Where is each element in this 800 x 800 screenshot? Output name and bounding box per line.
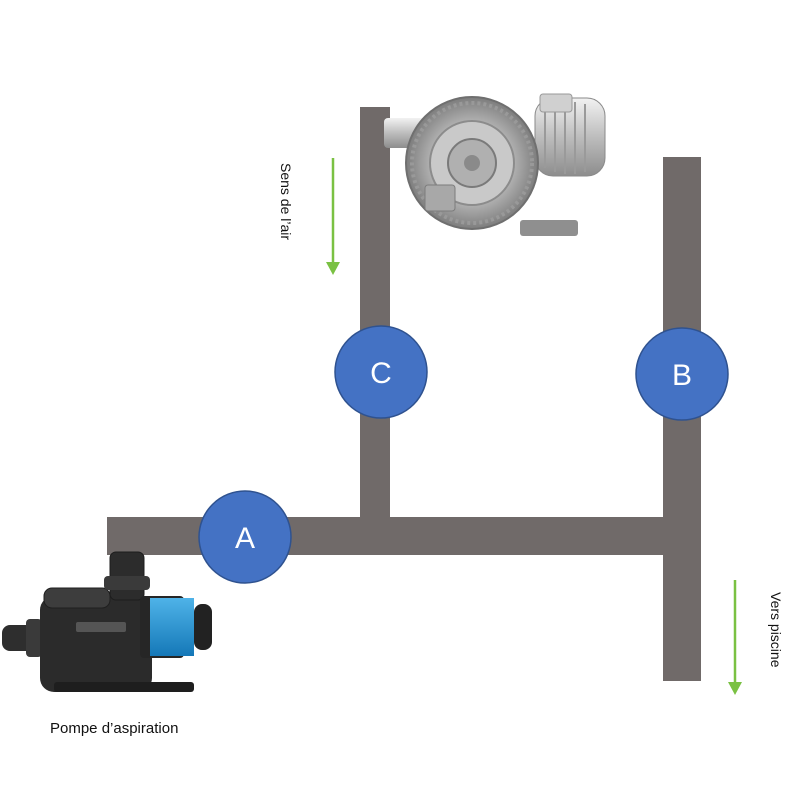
node-b: B xyxy=(635,327,729,421)
pool-pump-icon xyxy=(2,551,212,692)
node-b-label: B xyxy=(672,359,692,392)
node-c-label: C xyxy=(370,357,392,390)
down-arrow-icon xyxy=(728,682,742,695)
air-direction-arrow xyxy=(326,158,340,275)
node-a-label: A xyxy=(235,522,255,555)
blower-icon xyxy=(384,93,606,236)
air-direction-label: Sens de l’air xyxy=(278,163,294,241)
node-c: C xyxy=(334,325,428,419)
down-arrow-icon xyxy=(326,262,340,275)
to-pool-arrow xyxy=(728,580,742,695)
node-a: A xyxy=(198,490,292,584)
pipe-vertical-left xyxy=(360,107,390,537)
to-pool-label: Vers piscine xyxy=(768,592,784,668)
pump-label: Pompe d’aspiration xyxy=(50,720,179,737)
